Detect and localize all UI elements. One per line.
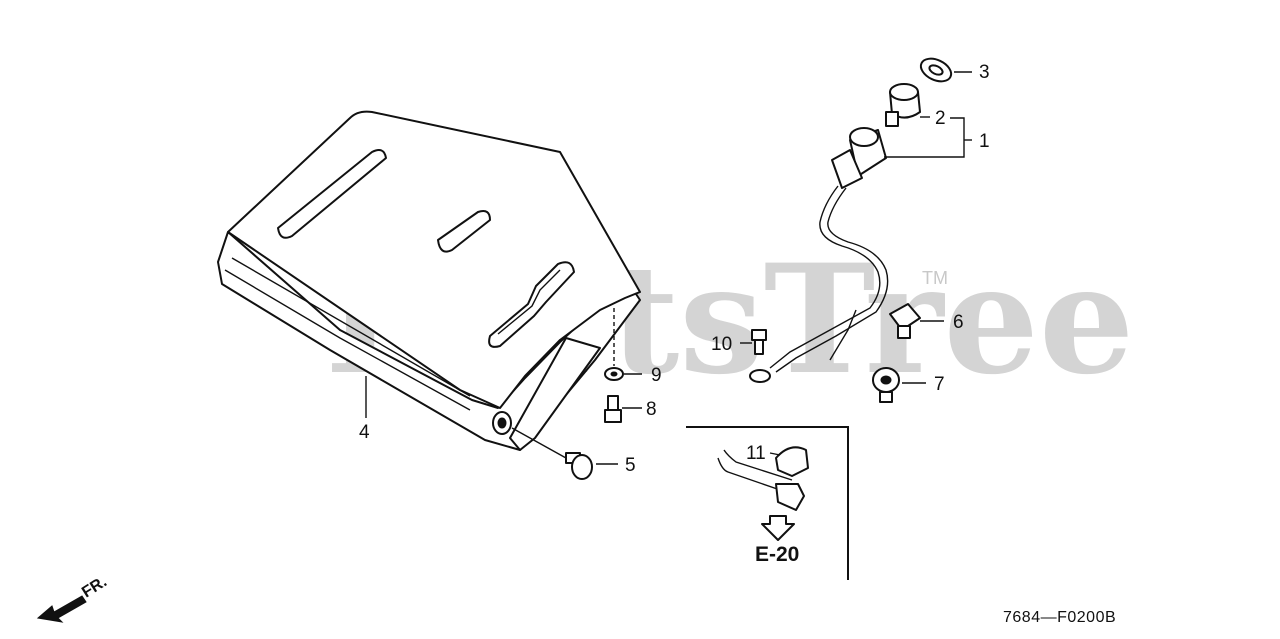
callout-11: 11 [746, 443, 766, 464]
front-arrow-icon [36, 595, 87, 623]
callout-10: 10 [711, 334, 732, 355]
screw-part-10 [751, 329, 767, 355]
callout-8: 8 [646, 399, 657, 420]
callout-9: 9 [651, 365, 662, 386]
washer-part-9 [604, 367, 624, 381]
figure-code: 7684—F0200B [1003, 609, 1116, 626]
callout-1: 1 [979, 131, 990, 152]
callout-3: 3 [979, 62, 990, 83]
callout-6: 6 [953, 312, 964, 333]
cover-part-4 [217, 110, 641, 451]
socket-part-1 [749, 127, 889, 383]
callout-2: 2 [935, 108, 946, 129]
cap-part-2 [885, 83, 921, 127]
watermark-trademark: TM [922, 268, 948, 288]
clip-part-6 [889, 303, 921, 339]
callout-4: 4 [359, 422, 370, 443]
callout-5: 5 [625, 455, 636, 476]
inset-detail [686, 426, 849, 580]
ring-part-3 [919, 57, 953, 83]
bolt-part-8 [604, 395, 622, 423]
inset-reference: E-20 [755, 543, 799, 566]
callout-7: 7 [934, 374, 945, 395]
grommet-part-7 [872, 367, 900, 403]
bolt-part-5 [511, 427, 593, 480]
direction-label: FR. [79, 573, 110, 601]
